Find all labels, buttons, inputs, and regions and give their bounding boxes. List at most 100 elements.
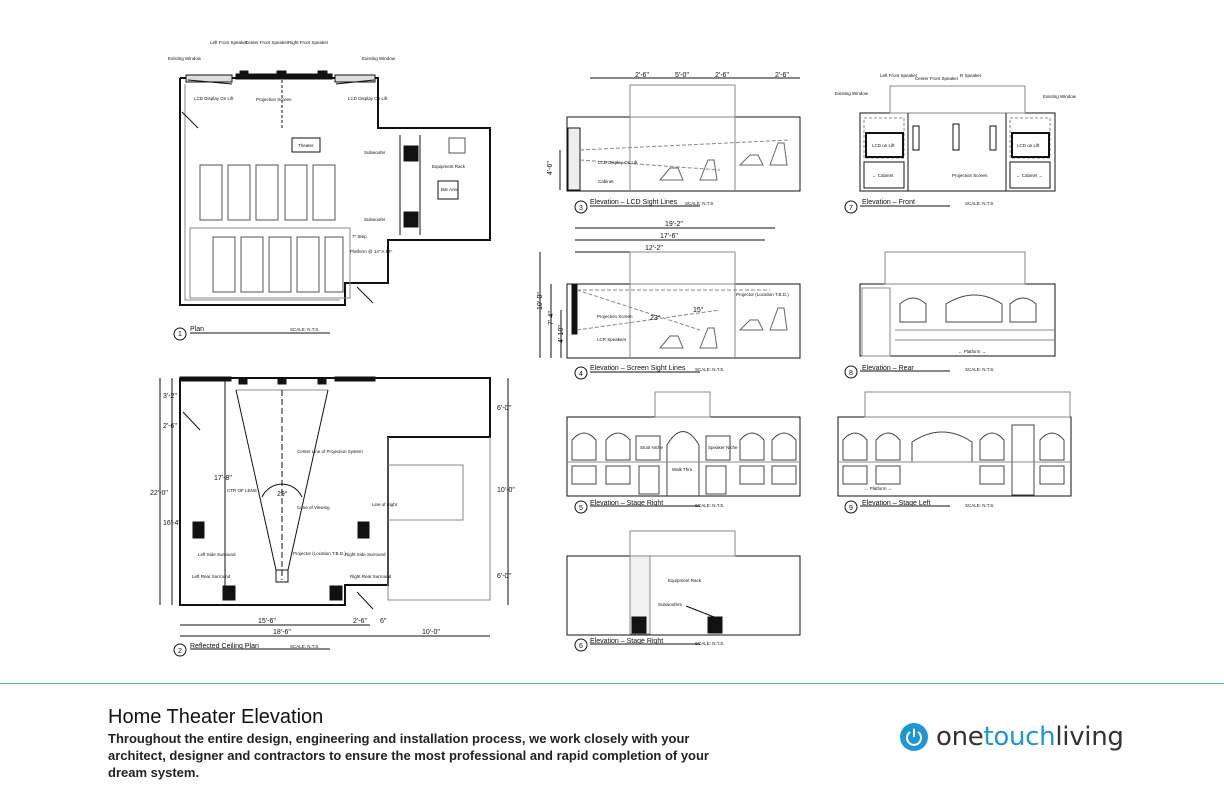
elev8-drawing <box>844 251 1056 379</box>
elev4-drawing <box>539 227 801 380</box>
plan-label-theater: Theater <box>298 143 314 148</box>
elev4-dim-b: 17'-6" <box>660 233 678 240</box>
elev8-scale: SCALE: N.T.S. <box>965 367 995 372</box>
elev3-scale: SCALE: N.T.S. <box>685 201 715 206</box>
elev4-label-lcr: LCR Speakers <box>597 337 627 342</box>
rcp-scale: SCALE: N.T.S. <box>290 644 320 649</box>
elev3-dim-d: 2'-6" <box>775 72 789 79</box>
elev3-label-cabinet: Cabinet <box>598 179 614 184</box>
elev4-dim-h1: 10'-0" <box>537 292 544 310</box>
rcp-title: Reflected Ceiling Plan <box>190 643 259 650</box>
rcp-label-left-rear: Left Rear Surround <box>192 574 231 579</box>
plan-title: Plan <box>190 326 204 333</box>
architectural-drawing-sheet: Left Front Speaker Center Front Speaker … <box>150 40 1077 657</box>
plan-label-projection-screen: Projection Screen <box>256 97 292 102</box>
plan-label-equipment-rack: Equipment Rack <box>432 164 466 169</box>
rcp-label-right-side: Right Side Surround <box>345 552 386 557</box>
plan-scale-line <box>173 327 330 341</box>
rcp-label-cone: Cone of Viewing <box>297 505 330 510</box>
rcp-dim-32: 3'-2" <box>163 393 177 400</box>
plan-label-existing-window-r: Existing Window <box>362 56 396 61</box>
rcp-dim-100b: 10'-0" <box>422 629 440 636</box>
elev7-label-cab-r: ← Cabinet → <box>1016 173 1043 178</box>
power-icon <box>900 723 928 751</box>
elev9-number: 9 <box>849 505 853 512</box>
elev3-dim-h: 4'-6" <box>547 161 554 175</box>
plan-label-lcd-r: LCD Display On Lift <box>348 96 388 101</box>
elev7-label-cab-l: ← Cabinet <box>872 173 894 178</box>
plan-label-step: 7" Step <box>352 234 367 239</box>
rcp-dim-156: 15'-6" <box>258 618 276 625</box>
rcp-ctr-lens: CTR OF LENS <box>227 488 257 493</box>
footer-title: Home Theater Elevation <box>108 706 324 728</box>
elev9-drawing <box>837 391 1072 514</box>
plan-label-subwoofer-1: Subwoofer <box>364 150 386 155</box>
rcp-dim-186: 18'-6" <box>273 629 291 636</box>
footer-description: Throughout the entire design, engineerin… <box>108 731 709 780</box>
elev7-label-lcd-l: LCD on Lift <box>872 143 895 148</box>
elev4-label-screen: Projection Screen <box>597 314 633 319</box>
brand-logo: onetouchliving <box>900 720 1124 754</box>
elev5-label-walkthru: Walk Thru <box>672 467 693 472</box>
rcp-number: 2 <box>178 648 182 655</box>
elev6-label-sub: Subwoofers <box>658 602 683 607</box>
elev3-label-lcd: LCD Display On Lift <box>598 160 638 165</box>
elev8-number: 8 <box>849 370 853 377</box>
elev4-label-projector: Projector (Location T.B.D.) <box>736 292 789 297</box>
elev3-title: Elevation – LCD Sight Lines <box>590 199 678 206</box>
plan-label-left-front: Left Front Speaker <box>210 40 248 45</box>
elev5-number: 5 <box>579 505 583 512</box>
elev4-dim-a: 19'-2" <box>665 221 683 228</box>
rcp-label-left-side: Left Side Surround <box>198 552 236 557</box>
rcp-dim-100: 10'-0" <box>497 487 515 494</box>
elev8-label-platform: ← Platform → <box>958 349 986 354</box>
elev5-scale: SCALE: N.T.S. <box>695 503 725 508</box>
rcp-dim-164: 16'-4" <box>163 520 181 527</box>
elev5-label-l1: Stool Niche <box>640 445 664 450</box>
elev5-title: Elevation – Stage Right <box>590 500 663 507</box>
elev6-number: 6 <box>579 643 583 650</box>
rcp-dim-178: 17'-8" <box>214 475 232 482</box>
plan-label-subwoofer-2: Subwoofer <box>364 217 386 222</box>
rcp-dim-26: 2'-6" <box>163 423 177 430</box>
elev7-drawing <box>844 85 1056 214</box>
elev4-dim-h2: 7'-4" <box>548 311 555 325</box>
elev6-drawing <box>566 530 801 652</box>
brand-one: one <box>936 722 984 752</box>
footer-divider <box>0 683 1224 684</box>
brand-touch: touch <box>983 722 1056 752</box>
plan-drawing <box>179 70 491 306</box>
elev6-label-rack: Equipment Rack <box>668 578 702 583</box>
plan-label-platform: Platform @ 14" A.F.F. <box>350 249 393 254</box>
elev7-label-screen: Projection Screen <box>952 173 988 178</box>
elev4-dim-ang2: 15° <box>693 306 704 314</box>
rcp-label-projector: Projector (Location T.B.D.) <box>293 551 346 556</box>
elev4-scale: SCALE: N.T.S. <box>695 367 725 372</box>
elev3-dim-c: 2'-6" <box>715 72 729 79</box>
elev5-label-l2: Speaker Niche <box>708 445 738 450</box>
plan-label-center-front: Center Front Speaker <box>245 40 289 45</box>
rcp-dim-26b: 2'-6" <box>353 618 367 625</box>
elev5-drawing <box>566 391 801 514</box>
brand-living: living <box>1055 722 1124 752</box>
elev7-label-right-front: R Speaker <box>960 73 982 78</box>
elev7-label-center-front: Center Front Speaker <box>915 76 959 81</box>
elev8-title: Elevation – Rear <box>862 365 914 372</box>
elev4-dim-ang1: 23° <box>650 314 661 322</box>
rcp-dim-60b: 6'-0" <box>497 573 511 580</box>
elev7-label-win-l: Existing Window <box>835 91 869 96</box>
elev7-title: Elevation – Front <box>862 199 915 206</box>
elev3-dim-a: 2'-6" <box>635 72 649 79</box>
brand-wordmark: onetouchliving <box>936 722 1124 752</box>
rcp-label-sight: Line of Sight <box>372 502 398 507</box>
elev4-number: 4 <box>579 371 583 378</box>
plan-label-right-front: Right Front Speaker <box>288 40 329 45</box>
rcp-dim-220: 22'-0" <box>150 490 168 497</box>
elev7-label-left-front: Left Front Speaker <box>880 73 918 78</box>
elev7-label-lcd-r: LCD on Lift <box>1017 143 1040 148</box>
plan-number: 1 <box>178 331 182 338</box>
rcp-dim-60a: 6'-0" <box>497 405 511 412</box>
elev3-number: 3 <box>579 205 583 212</box>
elev9-label-platform: ← Platform → <box>864 486 892 491</box>
elev3-drawing <box>559 77 801 214</box>
